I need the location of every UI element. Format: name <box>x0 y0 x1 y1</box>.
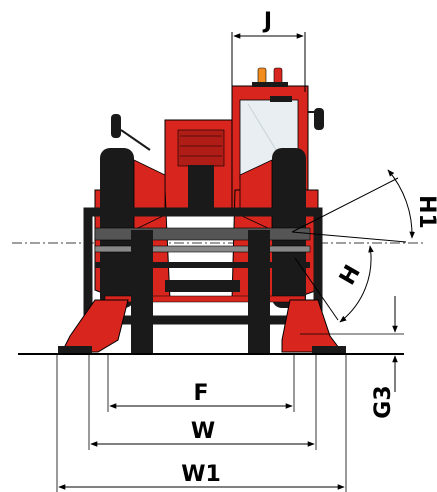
carriage-frame <box>83 207 323 325</box>
label-g3: G3 <box>371 385 396 418</box>
stabiliser-right <box>281 299 343 353</box>
label-j: J <box>262 9 272 34</box>
fork-left <box>131 230 153 354</box>
right-mirror <box>314 108 324 130</box>
dimension-j: J <box>231 9 306 92</box>
dimension-g3: G3 <box>300 296 404 419</box>
dimension-f: F <box>109 381 293 409</box>
label-h: H <box>335 261 366 289</box>
label-h1: H1 <box>414 195 437 229</box>
dimension-h1: H1 <box>291 169 437 243</box>
label-f: F <box>193 381 208 406</box>
fork-right <box>248 230 270 354</box>
telehandler-front-view <box>12 67 425 354</box>
dimension-w1: W1 <box>58 462 345 490</box>
label-w1: W1 <box>181 462 221 487</box>
dimension-w: W <box>90 419 315 447</box>
left-mirror <box>111 114 121 138</box>
beacon-right <box>273 67 283 85</box>
beacon-left <box>257 67 267 85</box>
stabiliser-left <box>61 299 129 353</box>
label-w: W <box>191 419 215 444</box>
